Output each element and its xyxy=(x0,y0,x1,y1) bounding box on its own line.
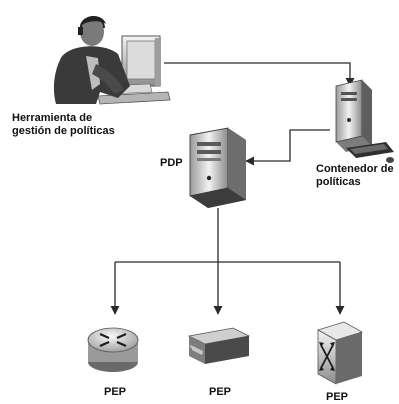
label-policy-management-tool: Herramienta de gestión de políticas xyxy=(12,112,115,138)
network-appliance-icon xyxy=(187,327,251,364)
computer-server-icon xyxy=(335,79,394,163)
label-pep-switch: PEP xyxy=(326,391,349,403)
label-tool-line1: Herramienta de xyxy=(12,112,93,124)
label-pdp: PDP xyxy=(160,157,183,169)
label-policy-container: Contenedor de políticas xyxy=(316,163,394,189)
switch-icon xyxy=(316,321,364,385)
label-pep-appliance: PEP xyxy=(209,386,232,398)
server-tower-icon xyxy=(189,127,246,208)
label-container-line2: políticas xyxy=(316,176,361,188)
edge-tool-to-container xyxy=(164,62,355,87)
connectors xyxy=(110,62,355,315)
label-container-line1: Contenedor de xyxy=(316,163,394,175)
label-pep-router: PEP xyxy=(104,386,127,398)
edge-container-to-pdp xyxy=(245,129,330,166)
label-tool-line2: gestión de políticas xyxy=(12,125,115,137)
person-at-computer-icon xyxy=(53,15,171,105)
router-icon xyxy=(87,327,139,372)
